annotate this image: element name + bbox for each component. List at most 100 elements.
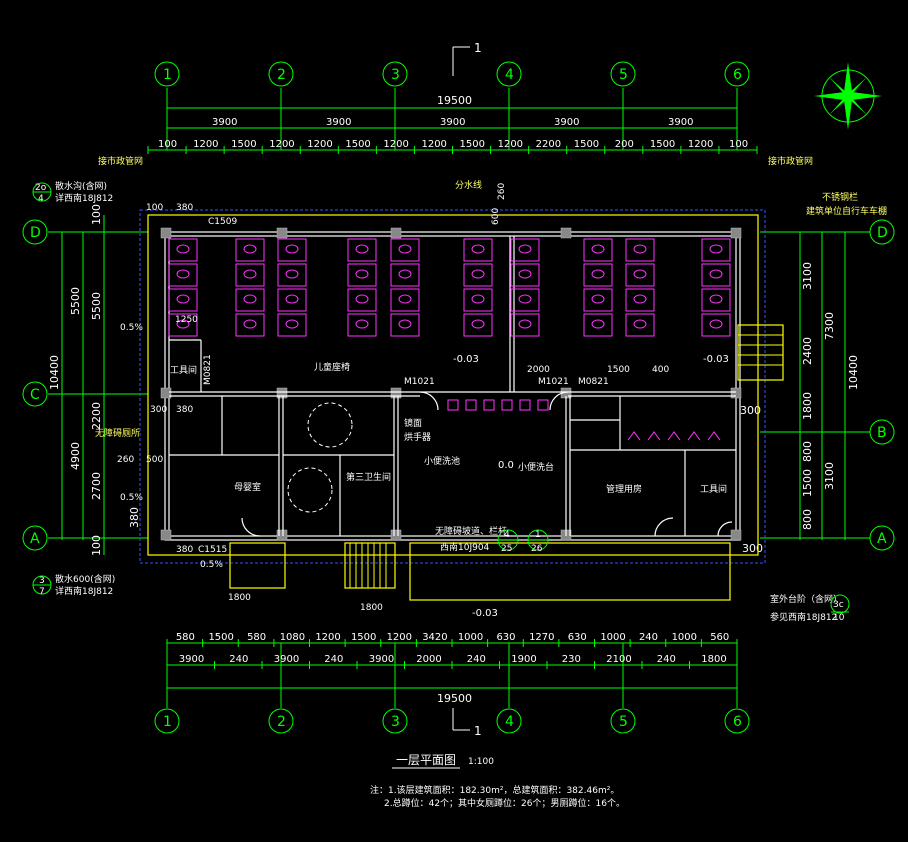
axis-bubble-4-top [496,61,522,87]
column-4 [730,227,742,239]
toilet-icon [398,244,412,254]
misc-1250: 1250 [175,315,198,325]
axis-label-4-top: 4 [505,67,514,83]
note-2: 2.总蹲位：42个；其中女厕蹲位：26个；男厕蹲位：16个。 [384,797,625,809]
note-1: 注：1.该层建筑面积：182.30m²，总建筑面积：382.46m²。 [370,784,619,796]
section-label-bottom: 1 [474,724,482,738]
stall-7-3 [583,313,613,337]
plan-labels: 接市政管网 接市政管网 分水线 不锈钢栏 建筑单位自行车车棚 2o 4 散水沟(… [32,155,887,623]
left-inner-4: 380 [128,507,141,528]
bottom-bay-dim-2: 3900 [274,654,299,665]
stall-9-2 [701,288,731,312]
bottom-detail-dim-7: 3420 [422,632,447,643]
right-inner-2: 1800 [801,392,814,420]
axis-label-D-right: D [877,225,888,241]
axis-label-5-bottom: 5 [619,714,628,730]
toilet-icon [285,319,299,329]
toilet-icon [709,294,723,304]
axis-bubble-2-bottom [268,708,294,734]
detail-ref-2-a: 3 [39,576,45,586]
elev-2: -0.03 [703,354,729,365]
dim-600: 600 [491,208,501,225]
axis-bubble-1-top [154,61,180,87]
left-inner-2: 2200 [90,402,103,430]
axis-label-A-right: A [877,531,887,547]
stall-3-2 [347,288,377,312]
toilet-icon [591,269,605,279]
acc-d: 26 [531,544,543,554]
toilet-icon [709,244,723,254]
right-inner-0: 3100 [801,262,814,290]
column-10 [160,529,172,541]
axis-bubble-B-right [869,419,895,445]
axis-bubble-2-top [268,61,294,87]
left-dimensions: 10400 5500 4900 100 5500 2200 2700 380 1… [48,204,141,556]
axis-bubble-6-bottom [724,708,750,734]
stall-8-2 [625,288,655,312]
urinals [447,399,549,411]
top-bay-dim-2: 3900 [440,117,465,128]
stall-1-1 [235,263,265,287]
top-detail-dim-15: 100 [729,139,748,150]
stall-0-2 [168,288,198,312]
detail-ref-1-b: 4 [38,194,44,204]
bottom-detail-dim-5: 1500 [351,632,376,643]
toilet-icon [591,244,605,254]
bottom-detail-dim-13: 240 [639,632,658,643]
bottom-detail-dim-0: 580 [176,632,195,643]
detail-ref-2-b: 7 [39,587,45,597]
misc-380c: 380 [176,545,193,555]
toilet-icon [471,294,485,304]
stall-0-1 [168,263,198,287]
stall-2-1 [277,263,307,287]
bottom-bay-dim-10: 240 [657,654,676,665]
stall-0-3 [168,313,198,337]
top-bay-dim-1: 3900 [326,117,351,128]
axis-bubble-5-top [610,61,636,87]
bottom-detail-dim-4: 1200 [315,632,340,643]
toilet-icon [633,319,647,329]
bottom-detail-dim-11: 630 [568,632,587,643]
column-11 [276,529,288,541]
top-detail-dim-8: 1500 [460,139,485,150]
stall-7-1 [583,263,613,287]
door-m0821-b: M0821 [203,354,213,385]
stall-9-1 [701,263,731,287]
top-detail-dim-2: 1500 [231,139,256,150]
axis-label-3-bottom: 3 [391,714,400,730]
axis-label-C-left: C [30,387,40,403]
top-detail-dim-5: 1500 [345,139,370,150]
axis-label-B-right: B [877,425,887,441]
axis-bubble-3-bottom [382,708,408,734]
axis-label-D-left: D [30,225,41,241]
dim-2000: 2000 [527,365,550,375]
stall-1-3 [235,313,265,337]
axis-label-6-top: 6 [733,67,742,83]
detail-ref-1-text2: 详西南18J812 [55,192,113,204]
left-dim-5500: 5500 [69,287,82,315]
stall-7-2 [583,288,613,312]
axis-label-3-top: 3 [391,67,400,83]
toilet-icon [176,294,190,304]
column-2 [390,227,402,239]
dim-400: 400 [652,365,669,375]
stall-8-0 [625,238,655,262]
bottom-bay-dim-7: 1900 [511,654,536,665]
bottom-detail-dim-14: 1000 [672,632,697,643]
top-total-dim: 19500 [437,94,472,107]
bottom-detail-dim-9: 630 [496,632,515,643]
top-detail-dim-6: 1200 [383,139,408,150]
left-inner-1: 5500 [90,292,103,320]
section-mark-top: 1 [452,41,482,76]
drain-pipe-right: 接市政管网 [768,155,813,167]
door-swing-icon [241,391,733,537]
toilet-stalls [168,238,731,337]
detail-ref-2-text2: 详西南18J812 [55,585,113,597]
toilet-icon [285,269,299,279]
axis-label-A-left: A [30,531,40,547]
column-0 [160,227,172,239]
turning-circle-2 [287,467,333,513]
misc-380b: 380 [176,405,193,415]
